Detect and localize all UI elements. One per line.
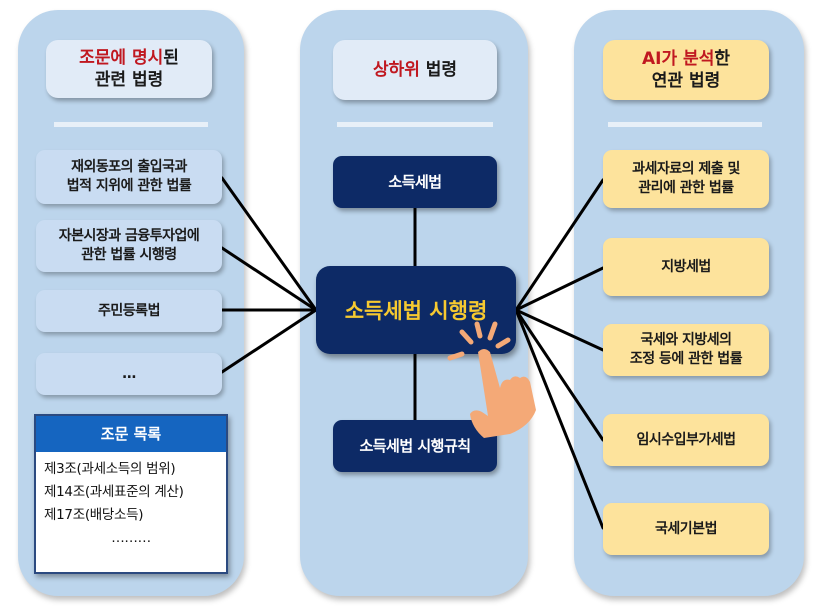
hand-pointer-click-icon xyxy=(447,321,536,438)
explicit-law-item[interactable]: 주민등록법 xyxy=(36,290,222,332)
explicit-laws-header: 조문에 명시된 관련 법령 xyxy=(46,40,212,98)
article-item[interactable]: 제14조(과세표준의 계산) xyxy=(44,484,184,500)
header-rest: 법령 xyxy=(419,60,458,80)
lower-law-box[interactable]: 소득세법 시행규칙 xyxy=(333,420,497,472)
item-line1: 과세자료의 제출 및 xyxy=(632,161,740,177)
header-line1: 상하위 법령 xyxy=(333,59,497,81)
item-line1: 국세와 지방세의 xyxy=(640,332,732,348)
selected-law-center[interactable]: 소득세법 시행령 xyxy=(316,266,516,354)
item-line2: 법적 지위에 관한 법률 xyxy=(66,178,192,194)
item-line1: 주민등록법 xyxy=(98,302,160,319)
item-line2: 관리에 관한 법률 xyxy=(638,180,734,196)
header-line1: AI가 분석한 xyxy=(603,48,769,70)
article-item[interactable]: 제17조(배당소득) xyxy=(44,507,144,523)
article-list-title: 조문 목록 xyxy=(36,416,226,452)
ai-related-law-item[interactable]: 국세기본법 xyxy=(603,503,769,555)
item-line1: … xyxy=(122,365,136,382)
item-line1: 임시수입부가세법 xyxy=(636,431,736,448)
item-line2: 관한 법률 시행령 xyxy=(81,247,177,263)
header-line2: 연관 법령 xyxy=(651,71,721,91)
item-line1: 지방세법 xyxy=(661,258,711,275)
right-divider xyxy=(608,122,762,127)
lower-law-label: 소득세법 시행규칙 xyxy=(359,436,471,455)
item-line2: 조정 등에 관한 법률 xyxy=(629,351,743,367)
hierarchy-laws-header: 상하위 법령 xyxy=(333,40,497,100)
header-rest: 된 xyxy=(163,48,179,68)
header-highlight: 조문에 명시 xyxy=(79,48,164,68)
article-list: 제3조(과세소득의 범위) 제14조(과세표준의 계산) 제17조(배당소득) … xyxy=(36,452,226,556)
header-rest: 한 xyxy=(714,49,730,69)
ai-related-law-item[interactable]: 과세자료의 제출 및 관리에 관한 법률 xyxy=(603,150,769,208)
explicit-law-item[interactable]: 자본시장과 금융투자업에 관한 법률 시행령 xyxy=(36,220,222,272)
header-highlight: 상하위 xyxy=(372,60,420,80)
article-list-box: 조문 목록 제3조(과세소득의 범위) 제14조(과세표준의 계산) 제17조(… xyxy=(34,414,228,574)
item-line1: 국세기본법 xyxy=(655,520,717,537)
upper-law-label: 소득세법 xyxy=(388,172,442,191)
explicit-law-item-more[interactable]: … xyxy=(36,353,222,395)
header-highlight: AI가 분석 xyxy=(642,49,715,69)
ai-related-laws-header: AI가 분석한 연관 법령 xyxy=(603,40,769,100)
ai-related-law-item[interactable]: 국세와 지방세의 조정 등에 관한 법률 xyxy=(603,324,769,376)
article-item[interactable]: 제3조(과세소득의 범위) xyxy=(44,461,176,477)
left-divider xyxy=(54,122,208,127)
item-line1: 자본시장과 금융투자업에 xyxy=(58,228,200,244)
explicit-law-item[interactable]: 재외동포의 출입국과 법적 지위에 관한 법률 xyxy=(36,150,222,204)
ai-related-law-item[interactable]: 임시수입부가세법 xyxy=(603,414,769,466)
selected-law-label: 소득세법 시행령 xyxy=(344,299,488,323)
header-line2: 관련 법령 xyxy=(94,70,164,90)
ai-related-law-item[interactable]: 지방세법 xyxy=(603,238,769,296)
ai-related-laws-column xyxy=(574,10,804,596)
item-line1: 재외동포의 출입국과 xyxy=(71,159,187,175)
middle-divider xyxy=(337,122,493,127)
article-more: ……… xyxy=(111,530,151,546)
upper-law-box[interactable]: 소득세법 xyxy=(333,156,497,208)
header-line1: 조문에 명시된 xyxy=(46,47,212,69)
